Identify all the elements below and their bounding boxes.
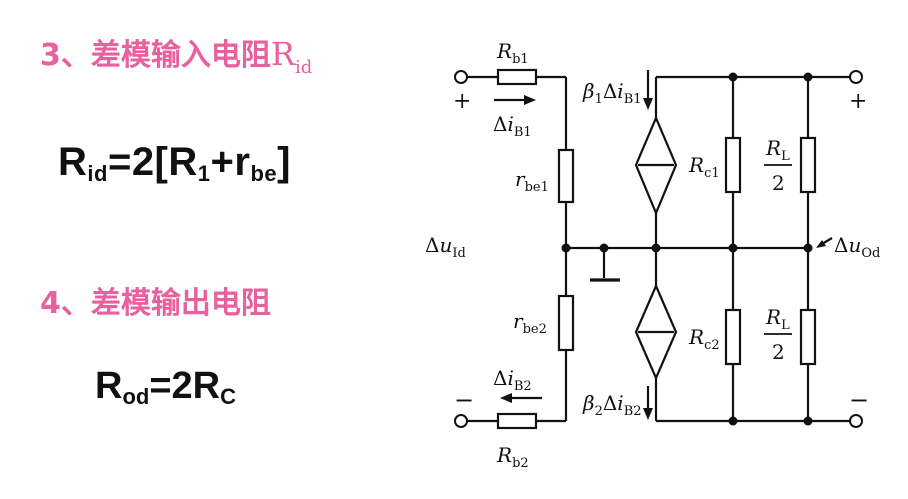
output-plus-sign: + [849, 89, 867, 114]
resistor-rl-bottom [799, 308, 817, 366]
arrow-down-icon [643, 98, 653, 110]
label-rb1: Rb1 [496, 39, 529, 67]
input-minus-sign: − [454, 386, 474, 414]
label-delta-uod: ΔuOd [834, 233, 880, 261]
section4-heading: 4、差模输出电阻 [40, 278, 271, 322]
label-delta-ib2: ΔiB2 [493, 366, 532, 394]
label-rc1: Rc1 [688, 153, 720, 181]
input-terminal-minus [454, 414, 468, 428]
input-resistance-formula: Rid=2[R1+rbe] [58, 140, 291, 187]
resistor-rc1 [724, 136, 742, 194]
input-terminal-plus [454, 70, 468, 84]
section3-heading: 3、差模输入电阻Rid [40, 30, 312, 78]
section3-title: 差模输入电阻 [90, 38, 271, 73]
section4-title: 差模输出电阻 [90, 286, 271, 321]
f1-lhs-sub: id [87, 161, 108, 186]
arrow-right-icon [524, 95, 536, 105]
f2-rc-sub: C [220, 384, 237, 409]
f1-lhs: R [58, 140, 88, 184]
output-minus-sign: − [849, 386, 869, 414]
label-rl-bottom-den: 2 [772, 340, 785, 364]
label-rl-bottom-num: RL [765, 305, 790, 333]
resistor-rc2 [724, 308, 742, 366]
label-beta1-ib1: β1ΔiB1 [582, 79, 642, 107]
terminals [454, 70, 863, 428]
f1-rbe-sub: be [250, 161, 278, 186]
arrow-left-icon [500, 393, 512, 403]
f2-lhs-sub: od [122, 384, 150, 409]
resistor-rb1 [496, 68, 538, 86]
output-terminal-minus [849, 414, 863, 428]
resistor-rbe1 [557, 148, 575, 204]
label-rbe2: rbe2 [513, 309, 547, 337]
pointer-arrow-icon [816, 240, 826, 248]
resistor-rbe2 [557, 294, 575, 352]
label-rbe1: rbe1 [515, 167, 549, 195]
output-resistance-formula: Rod=2RC [95, 365, 236, 410]
resistor-rl-top [799, 136, 817, 194]
label-rl-top-num: RL [765, 136, 790, 164]
section3-symbol-sub: id [294, 57, 313, 78]
f1-close: ] [277, 140, 291, 184]
f1-plus: +r [210, 140, 251, 184]
input-plus-sign: + [453, 89, 471, 114]
current-arrows [494, 70, 833, 420]
f2-eq: =2R [149, 365, 221, 407]
section4-number: 4、 [40, 286, 91, 321]
section3-number: 3、 [40, 38, 91, 73]
current-sources [634, 115, 678, 381]
label-rc2: Rc2 [688, 325, 720, 353]
label-delta-uid: ΔuId [425, 233, 466, 261]
junction-dots [561, 72, 813, 426]
label-rb2: Rb2 [496, 443, 529, 471]
label-delta-ib1: ΔiB1 [493, 112, 532, 140]
resistor-rb2 [496, 412, 538, 430]
f1-r1-sub: 1 [197, 161, 211, 186]
label-beta2-ib2: β2ΔiB2 [582, 391, 642, 419]
label-rl-top-den: 2 [772, 171, 785, 195]
resistors [496, 68, 817, 430]
f2-lhs: R [95, 365, 123, 407]
section3-symbol: R [270, 35, 295, 73]
arrow-down-icon [643, 408, 653, 420]
output-terminal-plus [849, 70, 863, 84]
f1-eq: =2[R [107, 140, 198, 184]
